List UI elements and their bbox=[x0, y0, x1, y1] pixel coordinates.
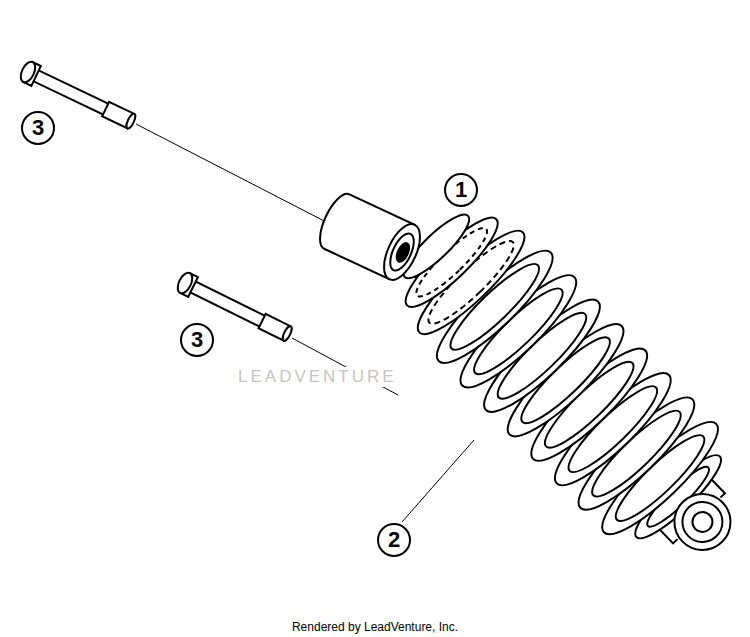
callout-number: 3 bbox=[21, 111, 55, 145]
shock-absorber bbox=[372, 184, 750, 597]
callout-number: 1 bbox=[444, 173, 478, 207]
caption: Rendered by LeadVenture, Inc. bbox=[290, 620, 460, 634]
callout-circle bbox=[22, 112, 54, 144]
callout-circle bbox=[445, 174, 477, 206]
watermark: LEADVENTURE bbox=[236, 367, 399, 387]
callout-number: 2 bbox=[377, 523, 411, 557]
callout-number: 3 bbox=[180, 323, 214, 357]
callout-circle bbox=[378, 524, 410, 556]
leader-line bbox=[402, 440, 474, 522]
leader-line bbox=[136, 124, 330, 224]
mounting-eye bbox=[313, 189, 427, 285]
callout-circle bbox=[181, 324, 213, 356]
